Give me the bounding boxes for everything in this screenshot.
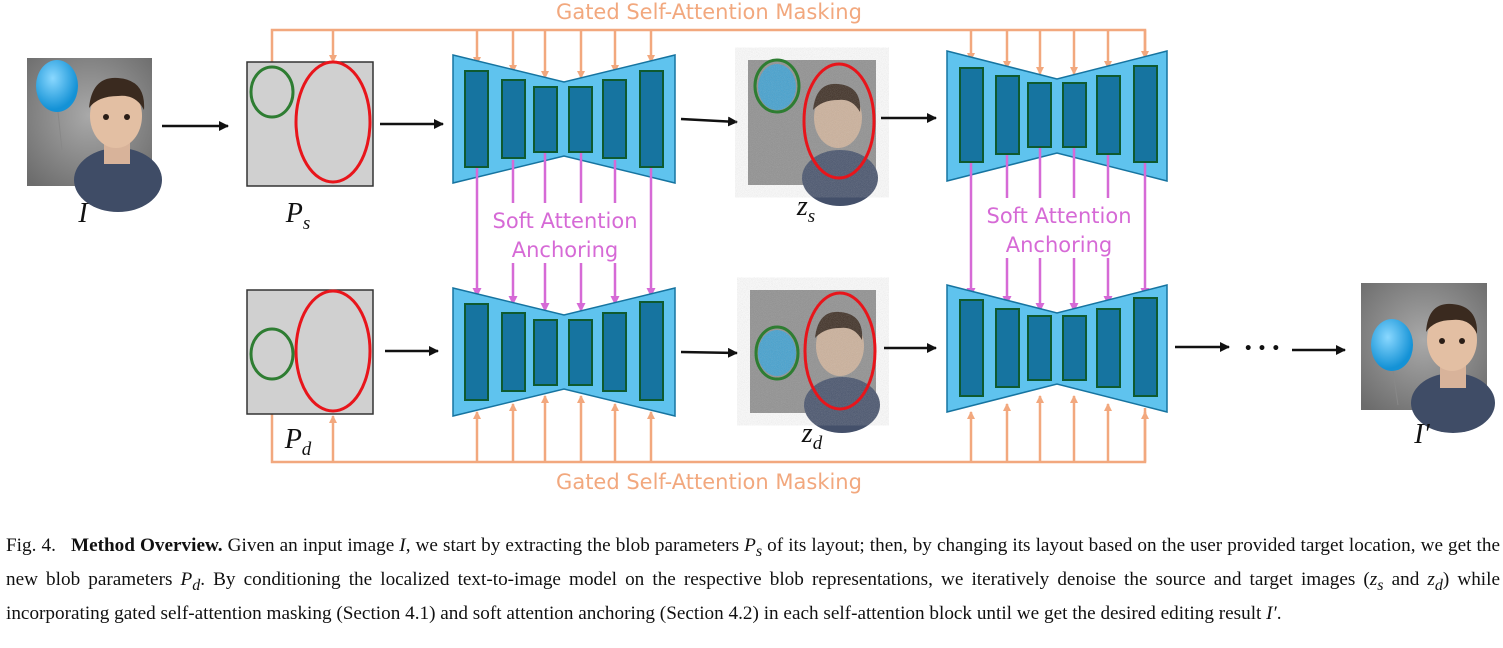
soft-anchoring-label-2a: Soft Attention xyxy=(986,204,1131,228)
caption-text-3: of its layout; then, by changing its lay… xyxy=(6,535,1500,590)
arrow-unet1-to-zs xyxy=(680,116,738,127)
input-image-label: I xyxy=(77,198,89,229)
latent-source-green-blob xyxy=(753,58,801,114)
caption-var-Ps: Ps xyxy=(744,535,763,560)
caption-text-7: . xyxy=(1276,602,1282,624)
caption-fig-label: Fig. 4. xyxy=(6,535,56,556)
soft-anchoring-label-1a: Soft Attention xyxy=(492,209,637,233)
zs-label: zs xyxy=(796,191,815,227)
unet-target-1 xyxy=(452,287,676,417)
caption-text-1: Given an input image xyxy=(227,535,400,556)
target-latent-photo xyxy=(750,290,880,433)
output-image-photo xyxy=(1361,283,1495,433)
source-latent-photo xyxy=(748,58,878,206)
method-overview-figure: Gated Self-Attention Masking Gated Self-… xyxy=(27,0,1495,494)
zd-label: zd xyxy=(801,418,823,454)
caption-text-6: ) while incorporating gated self-attenti… xyxy=(6,568,1500,624)
latent-target-red-blob xyxy=(803,291,877,411)
caption-var-zd: zd xyxy=(1427,568,1443,594)
latent-source-red-blob xyxy=(802,62,876,180)
output-image-label: I′ xyxy=(1413,419,1430,450)
caption-var-zs: zs xyxy=(1369,568,1384,594)
soft-anchoring-label-1b: Anchoring xyxy=(512,238,619,262)
soft-anchoring-label-2b: Anchoring xyxy=(1006,233,1113,257)
figure-caption: Fig. 4. Method Overview. Given an input … xyxy=(6,532,1500,628)
caption-var-Pd: Pd xyxy=(180,568,201,594)
input-image-photo xyxy=(27,58,162,212)
ps-label: Ps xyxy=(285,198,311,234)
caption-text-5: and xyxy=(1383,568,1428,590)
pd-label: Pd xyxy=(284,424,312,460)
ellipsis: • • • xyxy=(1244,341,1281,357)
arrow-unet3-to-zd xyxy=(680,347,738,358)
source-red-blob xyxy=(294,60,372,184)
gated-mask-top xyxy=(270,28,1149,79)
caption-text-2: , we start by extracting the blob parame… xyxy=(405,535,745,556)
gated-masking-label-top: Gated Self-Attention Masking xyxy=(556,0,862,24)
source-blob-canvas xyxy=(246,60,374,187)
caption-title: Method Overview. xyxy=(70,535,223,556)
caption-var-Iprime: I′ xyxy=(1266,602,1277,624)
unet-source-1 xyxy=(452,54,676,184)
source-green-blob xyxy=(249,65,295,119)
gated-mask-bottom xyxy=(270,395,1149,464)
target-green-blob xyxy=(249,327,295,381)
unet-target-2 xyxy=(946,284,1168,413)
unet-source-2 xyxy=(946,50,1168,182)
soft-anchoring-label-bg-1 xyxy=(488,203,642,263)
target-red-blob xyxy=(294,289,372,413)
target-blob-canvas xyxy=(246,289,374,415)
latent-target-green-blob xyxy=(754,325,800,381)
caption-text-4: . By conditioning the localized text-to-… xyxy=(200,568,1370,590)
gated-masking-label-bottom: Gated Self-Attention Masking xyxy=(556,470,862,494)
soft-anchoring-label-bg-2 xyxy=(982,198,1136,258)
caption-var-I: I xyxy=(399,535,406,556)
